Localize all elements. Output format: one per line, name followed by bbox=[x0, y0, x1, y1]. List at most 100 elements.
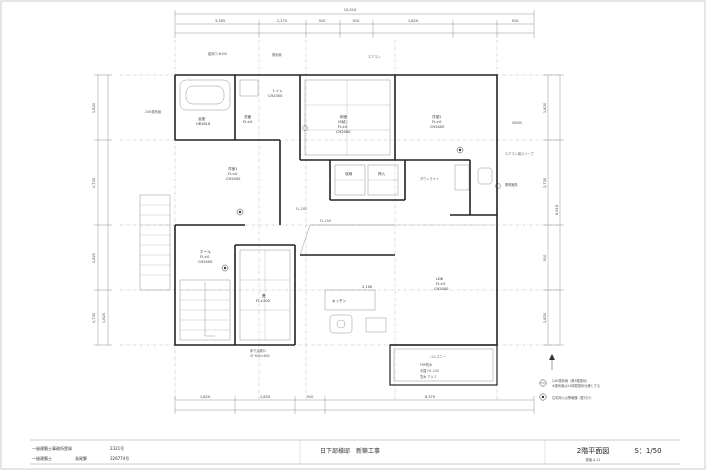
license2-name: 長尾繁 bbox=[75, 455, 87, 461]
drawing-scale: S：1/50 bbox=[634, 447, 661, 455]
smoke-detector-icon bbox=[236, 208, 244, 216]
room-ldk-sub2: CH2400 bbox=[434, 287, 449, 291]
room-kitchen-sub: 2,100 bbox=[362, 285, 373, 289]
right-dim-2: 2,730 bbox=[543, 177, 547, 188]
top-dim-4: 910 bbox=[353, 19, 361, 23]
room-japanese-sub2: FL±0 bbox=[338, 125, 348, 129]
top-dim-3: 910 bbox=[319, 19, 327, 23]
license2-label: 一級建築士 bbox=[32, 455, 52, 461]
license2-no: 326774号 bbox=[110, 455, 129, 461]
note-fl150: FL-150 bbox=[320, 219, 331, 223]
note-inspection-size: 2F 600×600 bbox=[250, 354, 270, 358]
room-tatami: 畳 bbox=[262, 293, 266, 298]
left-dim-1: 1,820 bbox=[92, 102, 96, 113]
room-japanese: 和室 bbox=[340, 114, 348, 119]
room-bath-sub: UB1616 bbox=[196, 122, 211, 126]
vent-icon-2 bbox=[495, 183, 501, 189]
balcony-note-3: 手摺 H1,100 bbox=[420, 368, 439, 373]
drawing-title: 2階平面図 bbox=[577, 446, 609, 455]
top-dimensions: 10,010 3,185 2,275 910 910 1,820 910 bbox=[174, 8, 535, 38]
room-bath: 浴室 bbox=[198, 116, 206, 121]
balcony-note-4: 笠木 アルミ bbox=[420, 374, 437, 379]
note-sk500: SK500 bbox=[512, 121, 522, 125]
bottom-dimensions: 1,820 1,820 910 6,370 bbox=[174, 395, 535, 414]
room-hall-sub2: CH2400 bbox=[198, 260, 213, 264]
room-toilet-sub: CH2300 bbox=[268, 94, 283, 98]
room-closet1: 収納 bbox=[345, 171, 353, 176]
north-arrow-icon bbox=[549, 354, 555, 370]
room-bed1: 洋室1 bbox=[228, 166, 237, 171]
room-bed1-sub: FL±0 bbox=[228, 172, 238, 176]
bottom-dim-3: 910 bbox=[307, 395, 315, 399]
room-wash: 洗面 bbox=[244, 114, 252, 119]
sheet-number: 図番 A-12 bbox=[586, 457, 601, 462]
room-bed1-sub2: CH2400 bbox=[226, 177, 241, 181]
exterior-walls bbox=[174, 74, 498, 346]
top-dim-5: 1,820 bbox=[408, 19, 419, 23]
exterior-steps bbox=[139, 194, 171, 291]
overall-width-label: 10,010 bbox=[344, 8, 357, 12]
right-dimensions: 1,820 2,730 910 1,820 6,915 bbox=[543, 74, 564, 346]
legend-alarm-text: 住宅用火災警報器（壁付け） bbox=[552, 395, 593, 400]
interior-details bbox=[179, 79, 497, 341]
left-dim-5: 1,820 bbox=[102, 312, 106, 323]
room-bed2: 洋室2 bbox=[432, 114, 441, 119]
note-aircon: エアコン bbox=[368, 54, 381, 59]
symbols bbox=[221, 125, 501, 272]
left-dimensions: 1,820 2,730 1,820 2,730 1,820 bbox=[92, 74, 112, 346]
smoke-detector-icon-3 bbox=[221, 264, 229, 272]
top-dim-6: 910 bbox=[512, 19, 520, 23]
top-dim-2: 2,275 bbox=[277, 19, 287, 23]
room-japanese-sub3: CH2400 bbox=[336, 130, 351, 134]
license1-label: 一級建築士事務所登録 bbox=[32, 445, 72, 451]
room-bed2-sub: FL±0 bbox=[432, 120, 442, 124]
balcony-note-1: バルコニー bbox=[430, 355, 446, 359]
room-bed2-sub2: CH2400 bbox=[430, 125, 445, 129]
legend-fan-text2: ※換気扇は24時間換気仕様とする bbox=[552, 383, 600, 388]
right-dim-1: 1,820 bbox=[543, 102, 547, 113]
right-dim-outer: 6,915 bbox=[555, 205, 559, 215]
room-wash-sub: FL±0 bbox=[243, 120, 253, 124]
right-dim-3: 910 bbox=[543, 254, 547, 262]
alarm-legend-icon bbox=[539, 393, 547, 401]
title-block: 一級建築士事務所登録 2321号 一級建築士 長尾繁 326774号 日下部様邸… bbox=[30, 439, 680, 465]
bottom-dim-1: 1,820 bbox=[200, 395, 211, 399]
top-dim-1: 3,185 bbox=[215, 19, 225, 23]
room-tatami-sub: FL±200 bbox=[256, 299, 271, 303]
note-fan: 換気扇 bbox=[272, 52, 282, 57]
bottom-dim-4: 6,370 bbox=[425, 395, 436, 399]
vent-icon bbox=[302, 125, 308, 131]
project-name: 日下部様邸 新築工事 bbox=[320, 447, 380, 455]
room-ldk-sub: FL±0 bbox=[436, 282, 446, 286]
room-hall-sub: FL±0 bbox=[200, 255, 210, 259]
staircase bbox=[179, 279, 231, 341]
room-ldk: LDK bbox=[436, 277, 444, 281]
equipment-notes: 給気口 Φ100 換気扇 エアコン 24H換気扇 SK500 エアコン用スリーブ… bbox=[145, 51, 534, 358]
bottom-dim-2: 1,820 bbox=[260, 395, 271, 399]
license1-no: 2321号 bbox=[110, 445, 124, 451]
room-toilet: トイレ bbox=[272, 89, 283, 93]
note-fl240: FL-240 bbox=[296, 207, 307, 211]
room-labels: 浴室 UB1616 洗面 FL±0 トイレ CH2300 洋室1 FL±0 CH… bbox=[196, 89, 449, 303]
balcony-note-2: FRP防水 bbox=[420, 362, 433, 367]
legend-fan-text: 24H換気扇（第3種換気） bbox=[552, 378, 589, 383]
balcony: バルコニー FRP防水 手摺 H1,100 笠木 アルミ bbox=[389, 344, 498, 386]
left-dim-4: 2,730 bbox=[92, 312, 96, 323]
room-japanese-sub: (6帖) bbox=[338, 119, 347, 124]
note-downlight: ダウンライト bbox=[420, 176, 439, 181]
room-closet2: 押入 bbox=[378, 171, 386, 176]
note-air-inlet: 給気口 Φ100 bbox=[208, 51, 227, 56]
left-dim-2: 2,730 bbox=[92, 177, 96, 188]
smoke-detector-icon-2 bbox=[456, 146, 464, 154]
room-kitchen: キッチン bbox=[332, 298, 347, 303]
room-hall: ホール bbox=[200, 249, 211, 254]
left-dim-3: 1,820 bbox=[92, 252, 96, 263]
note-sleeve: エアコン用スリーブ bbox=[505, 151, 534, 156]
note-24h-fan: 24H換気扇 bbox=[145, 109, 161, 114]
note-fixture: 照明器具 bbox=[505, 182, 519, 187]
right-dim-4: 1,820 bbox=[543, 312, 547, 323]
note-inspection: 床下点検口 bbox=[250, 348, 266, 353]
fan-legend-icon bbox=[539, 379, 547, 387]
